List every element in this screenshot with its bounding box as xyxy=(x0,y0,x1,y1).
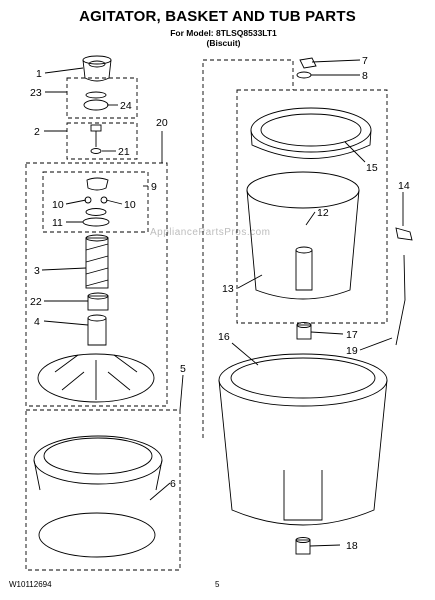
callout-10a: 10 xyxy=(52,199,64,211)
callout-10b: 10 xyxy=(124,199,136,211)
hose-clip-part xyxy=(395,227,413,346)
callout-labels: 1 23 24 2 21 20 9 10 10 11 3 22 4 5 6 7 … xyxy=(30,55,410,552)
callout-22: 22 xyxy=(30,296,42,308)
page-title: AGITATOR, BASKET AND TUB PARTS xyxy=(79,8,356,25)
callout-1: 1 xyxy=(36,68,42,80)
callout-20: 20 xyxy=(156,117,168,129)
callout-2: 2 xyxy=(34,126,40,138)
agitator-base-part xyxy=(37,314,155,403)
document-number: W10112694 xyxy=(9,580,52,589)
agitator-cap-part xyxy=(82,55,112,82)
seal-ring-part xyxy=(83,91,109,111)
auger-part xyxy=(85,234,109,289)
box-2 xyxy=(66,122,138,160)
box-basket xyxy=(236,89,388,324)
model-line: For Model: 8TLSQ8533LT1 xyxy=(170,28,277,38)
callout-19: 19 xyxy=(346,345,358,357)
hub-nut-part xyxy=(296,322,312,340)
callout-18: 18 xyxy=(346,540,358,552)
leader-basket-to-tub xyxy=(202,59,294,438)
callout-3: 3 xyxy=(34,265,40,277)
callout-12: 12 xyxy=(317,207,329,219)
callout-14: 14 xyxy=(398,180,410,192)
clutch-assembly-part xyxy=(82,177,110,227)
callout-5: 5 xyxy=(180,363,186,375)
page-number: 5 xyxy=(215,580,220,589)
callout-16: 16 xyxy=(218,331,230,343)
callout-23: 23 xyxy=(30,87,42,99)
color-line: (Biscuit) xyxy=(206,38,241,48)
callout-7: 7 xyxy=(362,55,368,67)
callout-8: 8 xyxy=(362,70,368,82)
leader-lines xyxy=(41,59,404,547)
callout-24: 24 xyxy=(120,100,132,112)
callout-21: 21 xyxy=(118,146,130,158)
callout-9: 9 xyxy=(151,181,157,193)
cam-part xyxy=(87,292,109,311)
basket-part xyxy=(246,171,360,300)
outer-tub-part xyxy=(218,353,388,526)
tub-ring-part xyxy=(33,435,163,558)
callout-13: 13 xyxy=(222,283,234,295)
bolt-part xyxy=(90,124,102,154)
box-9 xyxy=(42,171,149,233)
callout-6: 6 xyxy=(170,478,176,490)
box-20 xyxy=(25,162,168,407)
watermark: AppliancePartsPros.com xyxy=(150,227,271,238)
callout-15: 15 xyxy=(366,162,378,174)
callout-17: 17 xyxy=(346,329,358,341)
basket-ring-part xyxy=(250,107,372,159)
group-boxes xyxy=(25,77,388,571)
box-23 xyxy=(66,77,138,119)
callout-11: 11 xyxy=(52,217,63,229)
callout-4: 4 xyxy=(34,316,40,328)
box-5 xyxy=(25,409,181,571)
drain-nut-part xyxy=(295,537,311,555)
